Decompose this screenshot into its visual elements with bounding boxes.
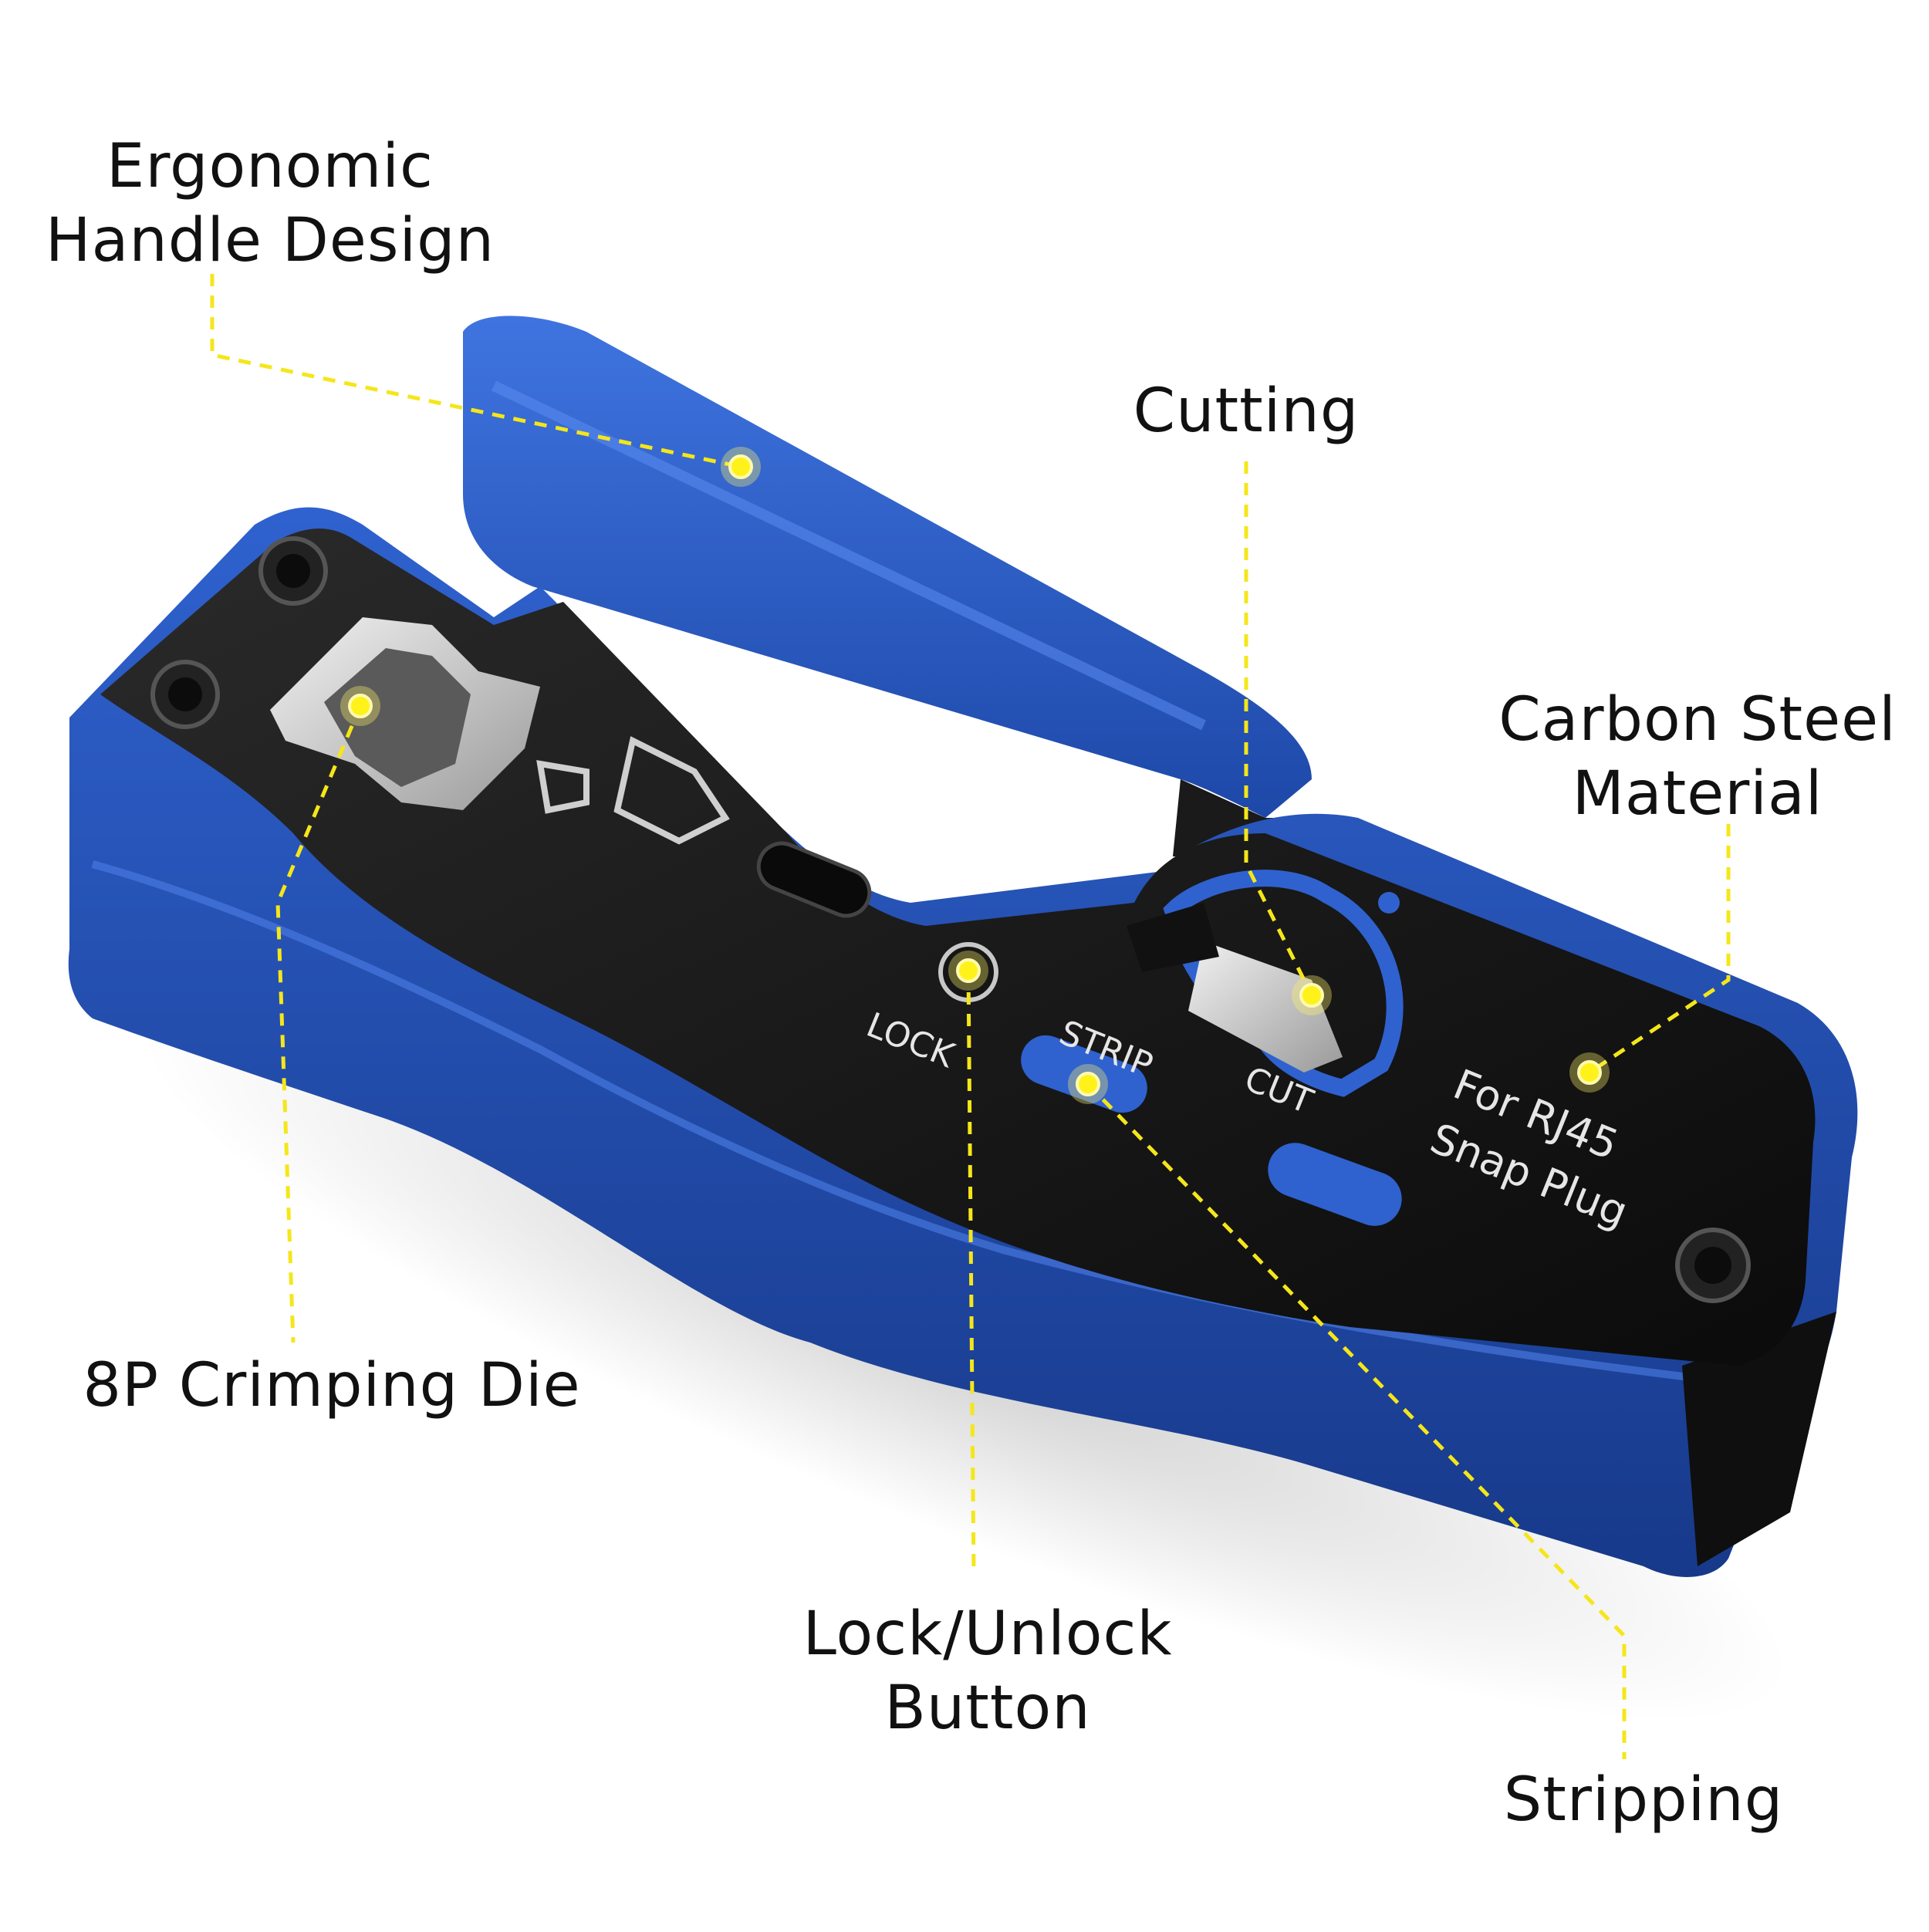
rj45-plug-outline bbox=[536, 736, 730, 845]
leader-ergonomic bbox=[210, 274, 742, 469]
leader-lines bbox=[210, 274, 1731, 1759]
cutter-head bbox=[1127, 870, 1404, 1097]
screw-right bbox=[1675, 1228, 1751, 1303]
blue-pill bbox=[1268, 1143, 1402, 1226]
leader-carbon bbox=[1588, 824, 1731, 1075]
leader-lock bbox=[966, 970, 976, 1575]
label-lock-unlock: Lock/Unlock Button bbox=[802, 1599, 1173, 1743]
screw-left bbox=[150, 660, 220, 729]
label-crimping-die: 8P Crimping Die bbox=[83, 1351, 581, 1420]
label-cutting: Cutting bbox=[1133, 377, 1360, 446]
dot-carbon bbox=[1577, 1060, 1602, 1085]
leader-stripping bbox=[1086, 1083, 1627, 1759]
leader-cutting bbox=[1244, 461, 1314, 997]
leader-die bbox=[275, 705, 363, 1343]
dot-lock bbox=[956, 958, 981, 983]
slot bbox=[756, 841, 872, 918]
crimping-die bbox=[270, 617, 540, 810]
callout-dots bbox=[340, 447, 1610, 1104]
dot-cutting bbox=[1299, 983, 1324, 1008]
label-ergonomic-handle: Ergonomic Handle Design bbox=[45, 132, 495, 275]
dot-ergonomic bbox=[728, 454, 753, 479]
dot-die bbox=[348, 694, 373, 718]
dot-stripping bbox=[1076, 1072, 1100, 1096]
label-carbon-steel: Carbon Steel Material bbox=[1498, 685, 1897, 829]
screw-top-left bbox=[258, 536, 328, 606]
label-stripping: Stripping bbox=[1503, 1765, 1784, 1835]
